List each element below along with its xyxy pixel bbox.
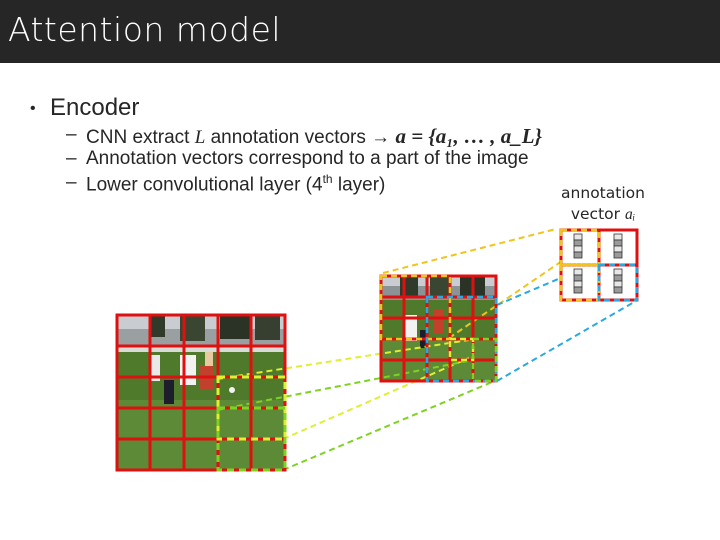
feature-map-photo — [381, 276, 496, 381]
input-image-photo — [117, 315, 285, 470]
vector-bar — [614, 269, 622, 293]
connector-blue-low — [497, 301, 636, 381]
connector-lime-low — [283, 358, 469, 439]
annotation-vector-grid — [561, 230, 637, 300]
vector-bar — [574, 269, 582, 293]
vector-bar — [574, 234, 582, 258]
vector-bar — [614, 234, 622, 258]
connector-yellow-top — [383, 229, 556, 273]
